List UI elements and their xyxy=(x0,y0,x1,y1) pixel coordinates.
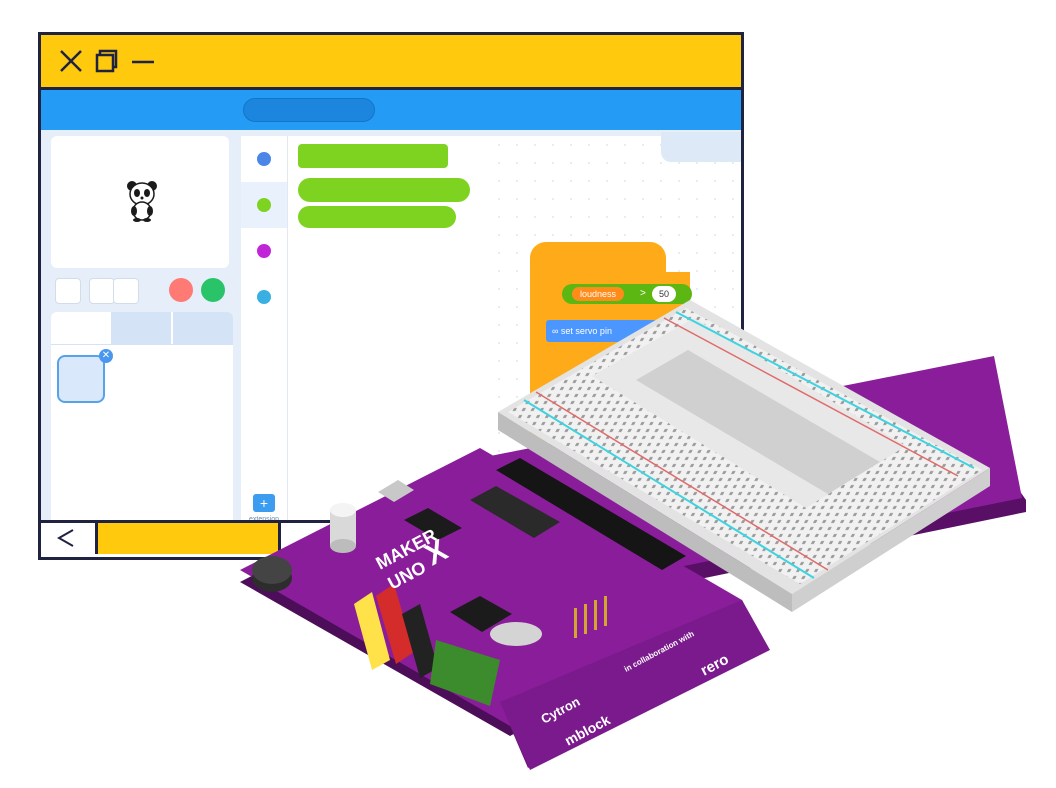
add-extension-button[interactable]: + xyxy=(253,494,275,512)
close-icon[interactable]: ✕ xyxy=(99,349,113,363)
project-title-field[interactable] xyxy=(243,98,375,122)
category-sensing[interactable] xyxy=(241,274,287,320)
stop-button[interactable] xyxy=(169,278,193,302)
sprite-panel: ✕ xyxy=(51,312,233,532)
palette-block[interactable] xyxy=(298,206,456,228)
mblock-logo: mblock xyxy=(562,711,613,748)
category-column: + extension xyxy=(241,136,288,528)
stage-size-small-button[interactable] xyxy=(55,278,81,304)
sprite-list: ✕ xyxy=(51,344,233,532)
rero-logo: rero xyxy=(698,651,732,680)
value-input[interactable]: 50 xyxy=(652,286,676,302)
tab-sprites[interactable] xyxy=(111,312,171,344)
stage-size-medium-button[interactable] xyxy=(89,278,115,304)
condition-block[interactable]: loudness > 50 xyxy=(562,284,692,304)
panda-sprite[interactable] xyxy=(126,180,158,222)
stage-size-large-button[interactable] xyxy=(113,278,139,304)
back-button[interactable] xyxy=(41,523,98,554)
category-dot xyxy=(257,290,271,304)
palette-block[interactable] xyxy=(298,144,448,168)
title-bar xyxy=(41,35,741,90)
menu-bar xyxy=(41,90,741,130)
category-dot xyxy=(257,244,271,258)
script-area[interactable]: loudness > 50 ∞ set servo pin xyxy=(490,132,741,528)
minimize-icon[interactable] xyxy=(129,47,157,75)
scrollbar-thumb[interactable] xyxy=(98,523,281,554)
operator-label: > xyxy=(640,288,646,299)
servo-label: set servo pin xyxy=(560,326,612,336)
servo-block[interactable]: ∞ set servo pin xyxy=(546,320,696,342)
go-button[interactable] xyxy=(201,278,225,302)
device-card[interactable] xyxy=(57,355,105,403)
workspace: ✕ + extension xyxy=(41,130,741,532)
tab-devices[interactable] xyxy=(51,312,109,344)
collaboration-text: in collaboration with xyxy=(623,629,696,674)
category-looks[interactable] xyxy=(241,182,287,228)
board-name-line2: UNO xyxy=(384,557,429,593)
palette-block[interactable] xyxy=(298,178,470,202)
if-block[interactable]: loudness > 50 ∞ set servo pin xyxy=(530,272,696,528)
loudness-reporter[interactable]: loudness xyxy=(572,287,625,301)
chevron-left-icon xyxy=(56,529,74,547)
category-sound[interactable] xyxy=(241,228,287,274)
editor-window: ✕ + extension xyxy=(38,32,744,560)
stage xyxy=(51,136,229,268)
hat-block[interactable] xyxy=(530,242,666,272)
close-icon[interactable] xyxy=(57,47,85,75)
rero-subtext: EDUteam xyxy=(710,672,736,690)
tab-background[interactable] xyxy=(173,312,233,344)
cytron-logo: Cytron xyxy=(538,694,582,727)
category-motion[interactable] xyxy=(241,136,287,182)
script-area-tab xyxy=(661,132,741,162)
maximize-icon[interactable] xyxy=(93,47,121,75)
category-dot xyxy=(257,198,271,212)
link-icon: ∞ xyxy=(552,326,561,336)
category-dot xyxy=(257,152,271,166)
bottom-bar xyxy=(41,520,741,557)
block-palette xyxy=(288,136,490,528)
